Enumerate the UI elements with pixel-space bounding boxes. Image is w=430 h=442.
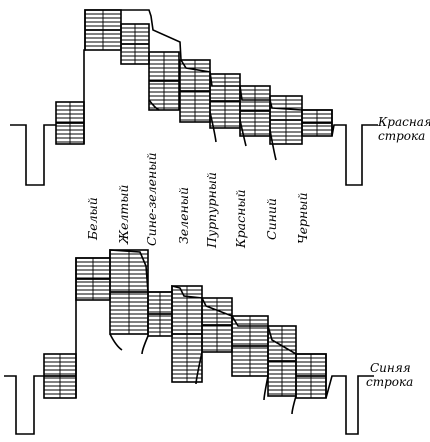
red-line-label-1: Красная — [377, 115, 430, 129]
red-overshoot-1 — [148, 99, 160, 111]
red-overshoot-3 — [269, 129, 277, 161]
blue-left-sync — [4, 375, 44, 435]
blue-overshoot-1 — [109, 333, 123, 351]
bar-label-5: Красный — [233, 189, 248, 249]
bar-label-0: Белый — [85, 197, 100, 241]
bar-label-3: Зеленый — [176, 187, 191, 244]
bar-label-4: Пурпурный — [204, 172, 219, 249]
blue-line-label-1: Синяя — [370, 361, 411, 375]
red-overshoot-4 — [239, 119, 247, 147]
blue-line-label-2: строка — [366, 375, 413, 389]
bar-label-1: Желтый — [116, 185, 131, 246]
red-line-waveform — [10, 9, 378, 186]
blue-overshoot-3 — [195, 351, 203, 385]
bar-label-7: Черный — [295, 192, 310, 244]
blue-overshoot-2 — [141, 335, 149, 355]
red-overshoot-2 — [209, 111, 217, 143]
blue-overshoot-5 — [291, 395, 297, 415]
red-left-sync — [10, 124, 56, 186]
bar-label-6: Синий — [264, 198, 279, 240]
blue-overshoot-4 — [263, 375, 269, 401]
bar-label-2: Сине-зеленый — [144, 152, 159, 246]
red-line-label-2: строка — [378, 129, 425, 143]
blue-hatch — [44, 250, 326, 398]
red-hatch — [56, 10, 332, 144]
